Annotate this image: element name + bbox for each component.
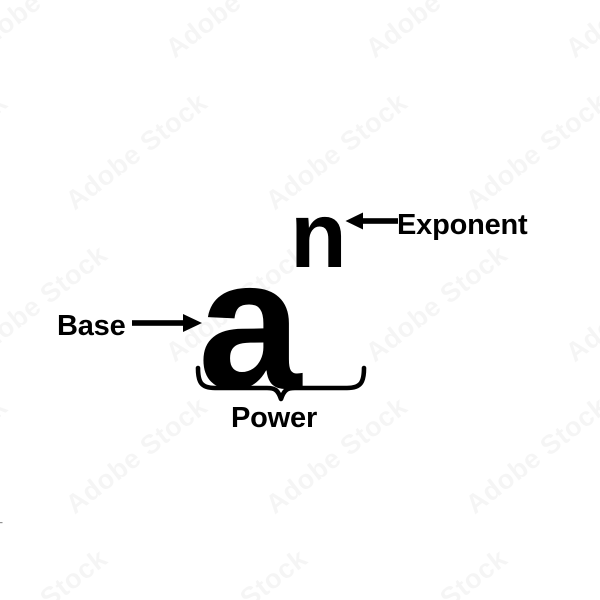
curly-brace-icon xyxy=(195,365,367,402)
right-arrow-icon xyxy=(132,314,202,332)
stock-credit-watermark: Adobe Stock | #801559165 xyxy=(0,454,3,592)
left-arrow-icon xyxy=(345,212,398,230)
base-label: Base xyxy=(57,310,126,342)
power-label: Power xyxy=(231,402,318,434)
exponent-label: Exponent xyxy=(397,209,528,241)
exponent-symbol: n xyxy=(290,183,347,287)
